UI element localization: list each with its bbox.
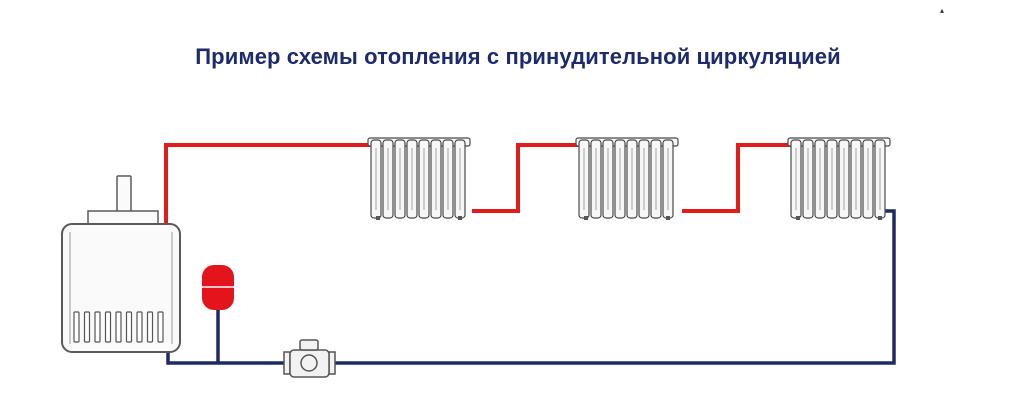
boiler-vent-slot [157, 311, 164, 343]
page-title: Пример схемы отопления с принудительной … [195, 44, 841, 69]
expansion-tank [202, 265, 234, 310]
radiator-1 [367, 137, 471, 220]
radiator-leg [584, 216, 588, 220]
pump-flange-left [283, 351, 291, 375]
boiler-vent-slot [83, 311, 91, 343]
radiator-leg [458, 216, 462, 220]
supply-pipes [164, 143, 792, 232]
boiler-vent-slot [125, 311, 133, 343]
boiler-vent-slot [115, 311, 122, 343]
supply-pipe-radiator-2-to-radiator-3 [682, 143, 792, 213]
supply-pipe-radiator-1-to-radiator-2 [472, 143, 578, 213]
radiator-leg [666, 216, 670, 220]
pump-flange-right [328, 351, 336, 375]
boiler-chimney [116, 175, 132, 213]
return-pipes [166, 209, 896, 365]
radiator-3 [787, 137, 891, 220]
boiler-vent-slot [146, 311, 154, 343]
boiler-vent-slot [94, 311, 101, 343]
return-pipe-main [166, 209, 896, 365]
boiler-vent-slot [136, 311, 143, 343]
radiator-2 [575, 137, 679, 220]
boiler [61, 175, 181, 353]
pump-motor-top [299, 339, 319, 351]
boiler-vent-slot [104, 311, 112, 343]
boiler-vents [73, 311, 164, 343]
radiator-leg [796, 216, 800, 220]
boiler-top-plate [87, 210, 159, 225]
corner-mark: ▴ [940, 6, 944, 15]
radiator-leg [376, 216, 380, 220]
radiator-leg [878, 216, 882, 220]
circulation-pump [283, 339, 336, 378]
boiler-vent-slot [73, 311, 80, 343]
pump-rotor [300, 354, 318, 372]
supply-pipe-boiler-to-radiator-1 [164, 143, 370, 232]
